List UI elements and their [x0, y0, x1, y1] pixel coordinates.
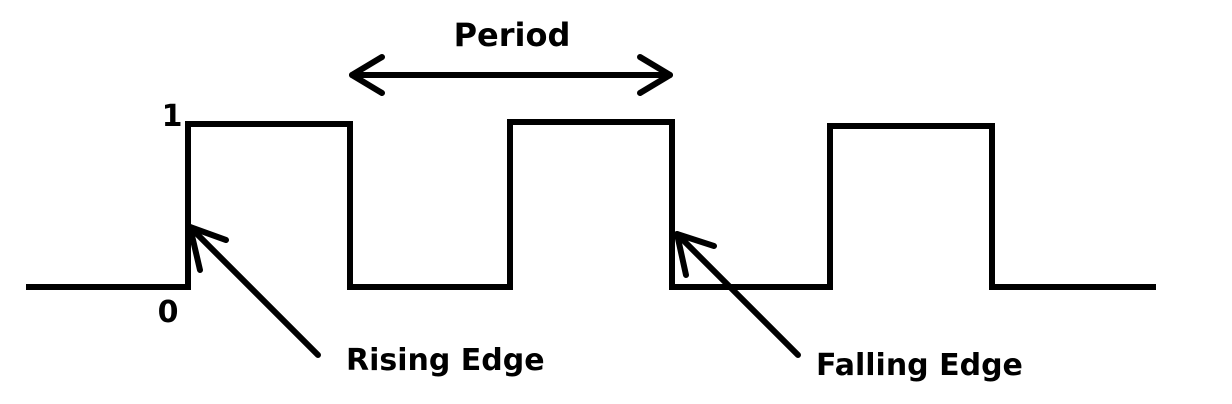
high-level-label: 1 — [162, 99, 183, 134]
period-arrow — [349, 54, 673, 96]
period-label: Period — [454, 16, 571, 54]
low-level-label: 0 — [158, 295, 179, 330]
falling-edge-arrow — [674, 231, 801, 358]
rising-edge-arrow — [187, 224, 321, 358]
falling-edge-label: Falling Edge — [816, 348, 1023, 383]
square-wave-signal — [26, 119, 1156, 290]
rising-edge-label: Rising Edge — [346, 343, 545, 378]
